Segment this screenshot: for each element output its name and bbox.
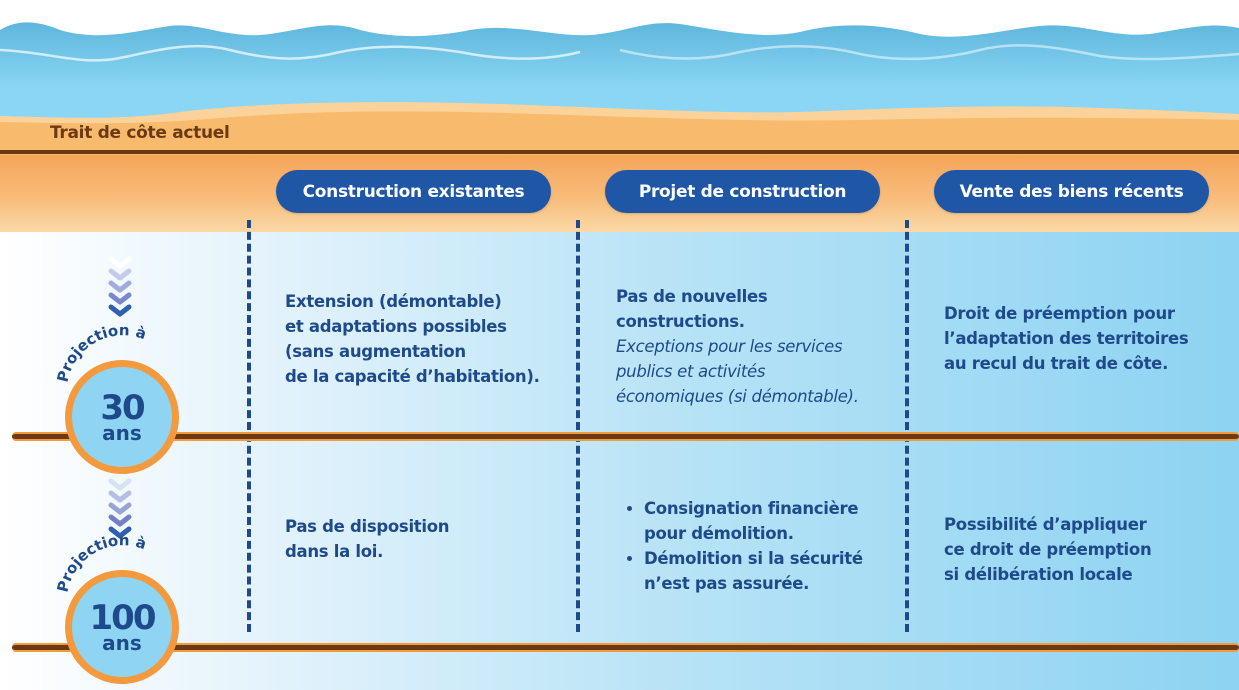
cell-line: ce droit de préemption <box>944 540 1152 559</box>
cell-line: l’adaptation des territoires <box>944 329 1189 348</box>
cell-line: au recul du trait de côte. <box>944 354 1169 373</box>
row-line-100-years <box>12 643 1239 652</box>
chevron-down-icon <box>108 478 132 539</box>
column-header-recent-property-sales: Vente des biens récents <box>934 170 1209 213</box>
projection-unit: ans <box>102 421 142 445</box>
projection-badge-30-years: 30 ans <box>65 360 179 474</box>
projection-badge-100-years: 100 ans <box>65 570 179 684</box>
column-divider <box>905 220 909 632</box>
cell-line: Droit de préemption pour <box>944 304 1175 323</box>
current-coastline <box>0 150 1239 154</box>
cell-100-existing: Pas de disposition dans la loi. <box>285 514 450 564</box>
coast-line-label: Trait de côte actuel <box>50 123 230 143</box>
cell-line: si délibération locale <box>944 565 1133 584</box>
column-divider <box>247 220 251 632</box>
cell-line: dans la loi. <box>285 542 384 561</box>
cell-line: constructions. <box>616 312 745 331</box>
column-divider <box>576 220 580 632</box>
projection-unit: ans <box>102 631 142 655</box>
column-header-existing-constructions: Construction existantes <box>276 170 551 213</box>
cell-30-existing: Extension (démontable) et adaptations po… <box>285 289 540 389</box>
cell-line: Extension (démontable) <box>285 292 502 311</box>
projection-years: 30 <box>100 388 145 428</box>
cell-100-sales: Possibilité d’appliquer ce droit de prée… <box>944 512 1152 587</box>
table-background <box>0 232 1239 690</box>
cell-line: Pas de nouvelles <box>616 287 768 306</box>
cell-30-sales: Droit de préemption pour l’adaptation de… <box>944 301 1189 376</box>
cell-line: Pas de disposition <box>285 517 450 536</box>
cell-line: (sans augmentation <box>285 342 466 361</box>
row-line-30-years <box>12 432 1239 441</box>
cell-line-italic: économiques (si démontable). <box>616 387 859 406</box>
cell-line: de la capacité d’habitation). <box>285 367 540 386</box>
column-header-construction-projects: Projet de construction <box>605 170 880 213</box>
cell-line-italic: Exceptions pour les services <box>616 337 843 356</box>
cell-line: Possibilité d’appliquer <box>944 515 1147 534</box>
sea-illustration <box>0 22 1239 155</box>
cell-line: et adaptations possibles <box>285 317 507 336</box>
chevron-down-icon <box>108 256 132 317</box>
projection-years: 100 <box>89 598 157 638</box>
cell-30-projects: Pas de nouvelles constructions. Exceptio… <box>616 284 859 409</box>
cell-line-italic: publics et activités <box>616 362 766 381</box>
